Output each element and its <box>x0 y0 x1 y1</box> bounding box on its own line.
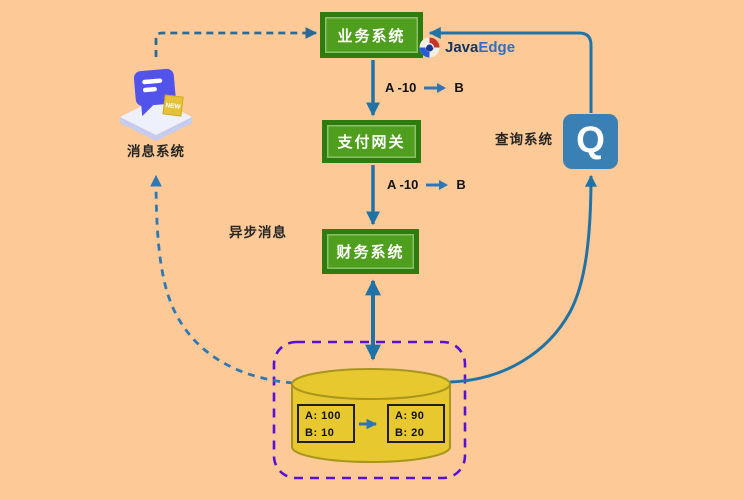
flow-from-text: A -10 <box>385 80 417 95</box>
business-system-label: 业务系统 <box>337 27 406 45</box>
db-after-line1: A: 90 <box>395 410 425 422</box>
new-badge-icon: NEW <box>162 94 184 117</box>
flow-arrow-icon <box>426 179 449 190</box>
flow-to-text: B <box>456 177 466 192</box>
flow-label-payment-finance: A -10 B <box>387 177 466 192</box>
flow-arrow-icon <box>424 82 447 93</box>
db-record-before: A: 100 B: 10 <box>297 404 355 443</box>
new-badge-text: NEW <box>165 102 182 111</box>
line-query-to-business <box>428 27 593 113</box>
flow-label-business-payment: A -10 B <box>385 80 464 95</box>
db-before-line1: A: 100 <box>305 410 342 422</box>
node-payment-gateway: 支付网关 <box>322 120 421 163</box>
db-after-line2: B: 20 <box>395 427 425 440</box>
brand-text-java: Java <box>445 39 479 56</box>
query-system-label: 查询系统 <box>495 132 553 147</box>
payment-gateway-label: 支付网关 <box>337 134 406 151</box>
brand-javaedge: JavaEdge <box>419 37 515 58</box>
finance-system-label: 财务系统 <box>336 244 405 261</box>
db-record-after: A: 90 B: 20 <box>387 404 445 443</box>
query-glyph: Q <box>576 119 605 160</box>
database-cylinder-top <box>291 368 451 400</box>
dashed-curve-db-to-message <box>150 174 294 385</box>
brand-text-edge: Edge <box>478 39 516 56</box>
brand-text: JavaEdge <box>445 39 515 56</box>
curve-db-to-query <box>449 174 597 384</box>
message-system-label: 消息系统 <box>127 144 185 159</box>
node-business-system: 业务系统 <box>320 12 423 58</box>
message-system-icon: NEW <box>120 68 192 141</box>
transaction-boundary-dashed-rect <box>272 340 467 480</box>
flow-from-text: A -10 <box>387 177 419 192</box>
async-message-label: 异步消息 <box>229 225 287 240</box>
node-finance-system: 财务系统 <box>322 229 419 274</box>
flow-to-text: B <box>454 80 464 95</box>
db-before-line2: B: 10 <box>305 427 335 440</box>
query-system-icon: Q <box>563 114 618 169</box>
javaedge-logo-icon <box>419 37 440 58</box>
dashed-line-message-to-business <box>154 27 318 57</box>
